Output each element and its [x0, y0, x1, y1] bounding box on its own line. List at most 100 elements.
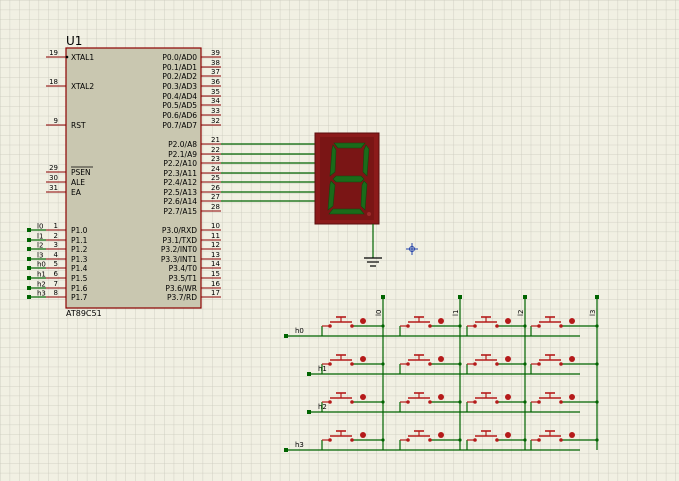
button-indicator-icon — [438, 356, 444, 362]
p1-net-terminal-l2[interactable]: l2 — [27, 242, 46, 252]
button-indicator-icon — [360, 394, 366, 400]
keypad-button-r3c0[interactable] — [321, 430, 385, 450]
p1-net-terminal-l1[interactable]: l1 — [27, 233, 46, 243]
net-label: l2 — [37, 242, 43, 250]
keypad-column-3: l3 — [589, 295, 599, 450]
keypad-button-r1c1[interactable] — [399, 354, 462, 374]
pin-number: 17 — [211, 289, 220, 297]
pin-name: P2.7/A15 — [163, 207, 197, 216]
pin-number: 32 — [211, 117, 220, 125]
pin-name: P2.5/A13 — [163, 188, 197, 197]
keypad-button-r0c2[interactable] — [466, 316, 527, 336]
pin-number: 36 — [211, 78, 220, 86]
keypad-button-r0c1[interactable] — [399, 316, 462, 336]
segment-d — [328, 208, 365, 215]
pin-number: 9 — [54, 117, 58, 125]
p1-net-terminal-h2[interactable]: h2 — [27, 281, 46, 291]
keypad-button-r2c2[interactable] — [466, 392, 527, 412]
column-label: l0 — [375, 310, 383, 316]
keypad-button-r3c3[interactable] — [530, 430, 599, 450]
segment-b — [362, 144, 370, 177]
keypad-button-r1c2[interactable] — [466, 354, 527, 374]
keypad-button-r3c1[interactable] — [399, 430, 462, 450]
segment-c — [360, 180, 368, 211]
pin-number: 26 — [211, 184, 220, 192]
pin-name: PSEN — [71, 168, 91, 177]
pin-number: 33 — [211, 107, 220, 115]
p1-net-terminal-l0[interactable]: l0 — [27, 223, 46, 233]
p1-net-terminal-h0[interactable]: h0 — [27, 261, 46, 271]
chip-body[interactable] — [65, 47, 202, 309]
row-label: h3 — [295, 441, 304, 449]
net-label: h0 — [37, 261, 46, 269]
keypad-button-r1c0[interactable] — [321, 354, 385, 374]
p1-net-terminal-h1[interactable]: h1 — [27, 271, 46, 281]
pin-number: 15 — [211, 270, 220, 278]
keypad-button-r1c3[interactable] — [530, 354, 599, 374]
pin-number: 1 — [54, 222, 58, 230]
button-indicator-icon — [360, 432, 366, 438]
p1-net-terminal-h3[interactable]: h3 — [27, 290, 46, 300]
net-label: h2 — [37, 281, 46, 289]
p1-net-terminal-l3[interactable]: l3 — [27, 252, 46, 262]
pin-name: P1.1 — [71, 236, 88, 245]
pin-number: 12 — [211, 241, 220, 249]
pin-number: 4 — [54, 251, 59, 259]
button-indicator-icon — [505, 356, 511, 362]
button-indicator-icon — [569, 356, 575, 362]
pin-number: 38 — [211, 59, 220, 67]
keypad-button-r0c3[interactable] — [530, 316, 599, 336]
keypad-button-r2c0[interactable] — [321, 392, 385, 412]
pin-number: 3 — [54, 241, 58, 249]
pin-name: P3.6/WR — [165, 284, 197, 293]
keypad-button-r3c2[interactable] — [466, 430, 527, 450]
pin-name: P3.3/INT1 — [161, 255, 197, 264]
keypad-button-r2c3[interactable] — [530, 392, 599, 412]
keypad-button-r0c0[interactable] — [321, 316, 385, 336]
seven-segment-display[interactable]: 8 — [0, 0, 380, 225]
keypad-button-r2c1[interactable] — [399, 392, 462, 412]
button-indicator-icon — [505, 432, 511, 438]
